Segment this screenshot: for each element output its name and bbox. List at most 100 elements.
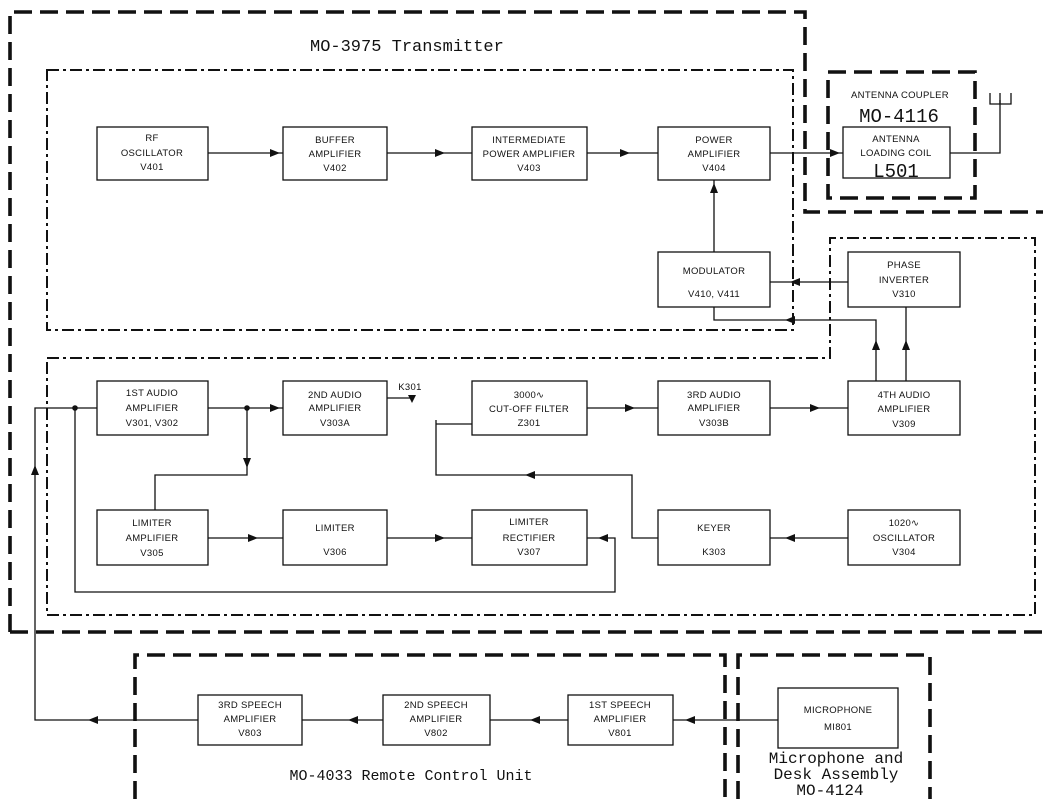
- block-speech-amplifier-3: 3RD SPEECH AMPLIFIER V803: [197, 694, 303, 746]
- desk-assembly-enclosure: [736, 653, 932, 799]
- block-tube: V301, V302: [126, 418, 179, 429]
- block-label: AMPLIFIER: [878, 404, 931, 415]
- block-antenna-loading-coil: ANTENNA LOADING COIL L501: [842, 126, 951, 183]
- block-label: AMPLIFIER: [688, 149, 741, 160]
- block-tube: V309: [892, 419, 915, 430]
- block-audio-amplifier-2: 2ND AUDIO AMPLIFIER V303A: [282, 380, 388, 436]
- block-outline: [96, 509, 209, 566]
- block-label: AMPLIFIER: [410, 714, 463, 725]
- block-label: AMPLIFIER: [224, 714, 277, 725]
- arrowhead: [810, 404, 820, 412]
- remote-control-unit-enclosure: [133, 653, 727, 799]
- block-outline: [382, 694, 491, 746]
- block-label: LIMITER: [509, 517, 549, 528]
- arrowhead: [710, 183, 718, 193]
- arrowhead: [435, 534, 445, 542]
- block-outline: [842, 126, 951, 179]
- block-outline: [471, 126, 588, 181]
- remote-control-unit-label: MO-4033 Remote Control Unit: [289, 768, 532, 785]
- arrowhead: [435, 149, 445, 157]
- block-label: OSCILLATOR: [873, 533, 935, 544]
- block-cutoff-filter: 3000∿ CUT-OFF FILTER Z301: [471, 380, 588, 436]
- block-label: 3RD AUDIO: [687, 390, 741, 401]
- block-tube: V801: [608, 728, 631, 739]
- block-outline: [96, 380, 209, 436]
- block-label: CUT-OFF FILTER: [489, 404, 569, 415]
- block-label: AMPLIFIER: [126, 533, 179, 544]
- block-label: MODULATOR: [683, 266, 746, 277]
- wire-coil-to-antenna: [950, 100, 1001, 154]
- block-label: LOADING COIL: [860, 148, 931, 159]
- block-tube: V305: [140, 548, 163, 559]
- block-microphone: MICROPHONE MI801: [777, 687, 899, 749]
- block-label: 1ST AUDIO: [126, 388, 178, 399]
- block-limiter-rectifier: LIMITER RECTIFIER V307: [471, 509, 588, 566]
- desk-assembly-label-line2: Desk Assembly: [774, 766, 899, 784]
- arrowhead: [685, 716, 695, 724]
- block-label: 3RD SPEECH: [218, 700, 282, 711]
- block-tube: V307: [517, 547, 540, 558]
- block-label: LIMITER: [315, 523, 355, 534]
- block-designator: K303: [702, 547, 725, 558]
- block-designator: Z301: [518, 418, 541, 429]
- arrowhead: [830, 149, 840, 157]
- block-outline: [471, 509, 588, 566]
- block-audio-amplifier-4: 4TH AUDIO AMPLIFIER V309: [847, 380, 961, 436]
- block-label: AMPLIFIER: [309, 149, 362, 160]
- antenna-coupler-model: MO-4116: [859, 106, 939, 128]
- block-label: POWER: [695, 135, 732, 146]
- transmitter-enclosure: [8, 10, 1043, 634]
- block-outline: [657, 251, 771, 308]
- block-label: OSCILLATOR: [121, 148, 183, 159]
- arrowhead: [620, 149, 630, 157]
- block-speech-amplifier-1: 1ST SPEECH AMPLIFIER V801: [567, 694, 674, 746]
- block-keyer: KEYER K303: [657, 509, 771, 566]
- block-tube: V306: [323, 547, 346, 558]
- wire-audio1-to-limiter-amplifier: [154, 408, 248, 510]
- block-tube: V310: [892, 289, 915, 300]
- arrowhead: [625, 404, 635, 412]
- block-label: RF: [145, 133, 158, 144]
- transmitter-title: MO-3975 Transmitter: [310, 38, 504, 57]
- block-label: RECTIFIER: [503, 533, 556, 544]
- block-oscillator-1020: 1020∿ OSCILLATOR V304: [847, 509, 961, 566]
- arrowhead: [270, 404, 280, 412]
- block-tube: V404: [702, 163, 725, 174]
- block-label: AMPLIFIER: [126, 403, 179, 414]
- audio-section-enclosure: [46, 237, 1036, 616]
- block-limiter-amplifier: LIMITER AMPLIFIER V305: [96, 509, 209, 566]
- block-label: POWER AMPLIFIER: [483, 149, 576, 160]
- arrowhead: [790, 278, 800, 286]
- block-label: 1ST SPEECH: [589, 700, 651, 711]
- block-outline: [567, 694, 674, 746]
- antenna-coupler-label: ANTENNA COUPLER: [851, 90, 949, 101]
- block-outline: [847, 380, 961, 436]
- block-label: ANTENNA: [872, 134, 920, 145]
- block-tube: V304: [892, 547, 915, 558]
- block-tube: V402: [323, 163, 346, 174]
- arrowhead: [525, 471, 535, 479]
- block-tube: V410, V411: [688, 289, 740, 300]
- block-outline: [282, 509, 388, 566]
- block-intermediate-power-amplifier: INTERMEDIATE POWER AMPLIFIER V403: [471, 126, 588, 181]
- block-label: 4TH AUDIO: [878, 390, 931, 401]
- arrowhead: [31, 465, 39, 475]
- block-label: 1020∿: [889, 518, 920, 529]
- block-label: 3000∿: [514, 390, 545, 401]
- arrowhead: [408, 395, 416, 403]
- block-label: MICROPHONE: [804, 705, 872, 716]
- arrowhead: [785, 316, 795, 324]
- arrowhead: [902, 340, 910, 350]
- block-label: BUFFER: [315, 135, 355, 146]
- block-outline: [282, 380, 388, 436]
- arrowhead: [270, 149, 280, 157]
- arrowhead: [243, 458, 251, 468]
- block-label: PHASE: [887, 260, 921, 271]
- block-outline: [657, 509, 771, 566]
- arrowhead: [598, 534, 608, 542]
- block-rf-oscillator: RF OSCILLATOR V401: [96, 126, 209, 181]
- block-phase-inverter: PHASE INVERTER V310: [847, 251, 961, 308]
- block-label: 2ND AUDIO: [308, 390, 362, 401]
- arrowhead: [530, 716, 540, 724]
